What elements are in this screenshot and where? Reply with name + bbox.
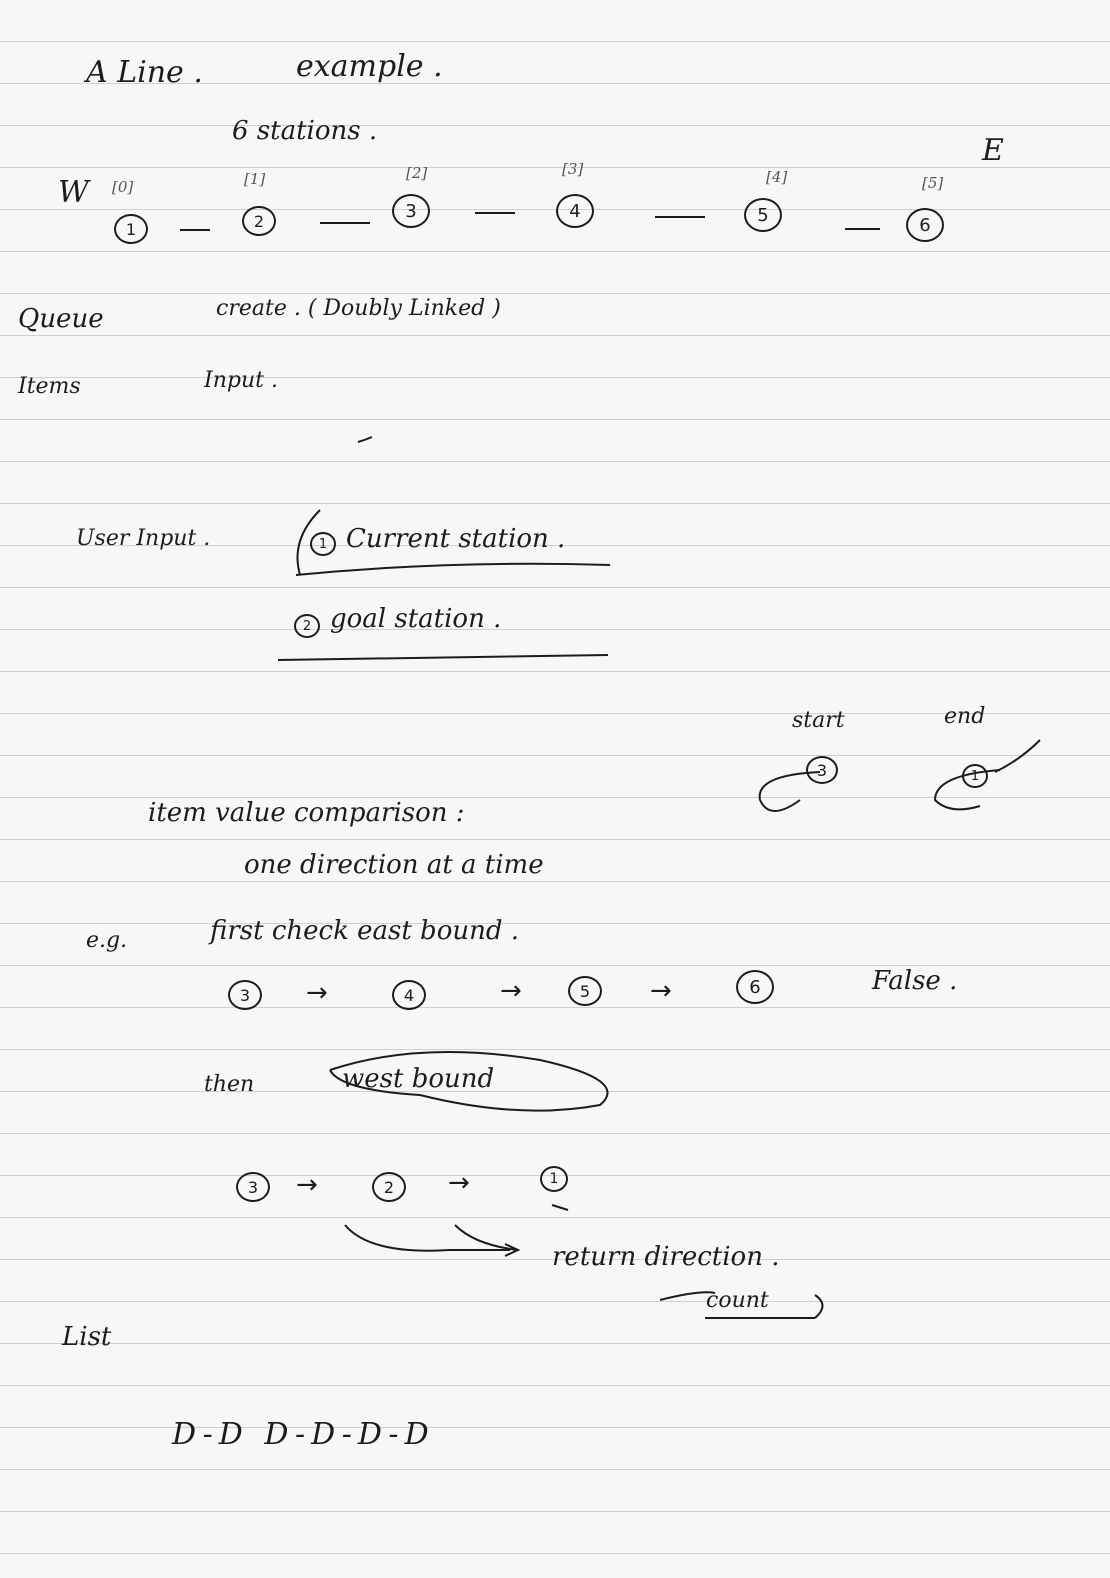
station-index: [0] (112, 178, 134, 196)
sweep-arrow (344, 1224, 510, 1252)
underline-goal (277, 654, 609, 661)
user-input-label: User Input . (76, 526, 211, 551)
items-text: Input . (204, 368, 278, 393)
east-path-node: 4 (392, 980, 426, 1010)
station-index: [5] (922, 174, 944, 192)
station-node: 2 (242, 206, 276, 236)
start-label: start (792, 708, 845, 733)
false-result: False . (872, 966, 958, 996)
station-index: [4] (766, 168, 788, 186)
stray-stroke (357, 436, 373, 443)
station-node: 4 (556, 194, 594, 228)
station-node: 6 (906, 208, 944, 242)
east-path-node: 3 (228, 980, 262, 1010)
station-node: 1 (114, 214, 148, 244)
link-line (320, 222, 370, 224)
count-curve (814, 1294, 824, 1319)
east-check-text: first check east bound . (210, 916, 520, 946)
queue-label: Queue (18, 304, 104, 334)
east-path-node: 6 (736, 970, 774, 1004)
tick-mark (551, 1204, 569, 1211)
stations-note: 6 stations . (232, 116, 378, 146)
sweep-arrow-head (504, 1243, 521, 1257)
count-text: count (706, 1288, 769, 1313)
station-node: 3 (392, 194, 430, 228)
goal-station-text: goal station . (330, 604, 502, 634)
end-label: end (944, 704, 986, 729)
arrow-right-icon: → (296, 1170, 318, 1200)
west-path-node: 2 (372, 1172, 406, 1202)
start-value: 3 (806, 756, 838, 784)
current-station-text: Current station . (346, 524, 566, 554)
west-loop (329, 1051, 609, 1112)
link-line (180, 229, 210, 231)
west-bound-text: west bound (342, 1064, 495, 1094)
arrow-right-icon: → (448, 1168, 470, 1198)
end-scribble-2 (994, 739, 1041, 773)
east-marker: E (982, 133, 1004, 168)
west-marker: W (58, 175, 89, 210)
title-word: example . (296, 49, 443, 84)
bracket-current (296, 509, 321, 576)
queue-text: create . ( Doubly Linked ) (216, 296, 501, 321)
end-value: 1 (962, 764, 988, 788)
comparison-line2: one direction at a time (244, 850, 544, 880)
goal-number: 2 (294, 614, 320, 638)
underline-current (295, 562, 611, 576)
count-bracket (659, 1291, 716, 1301)
sweep-arrow-2 (454, 1224, 519, 1251)
start-scribble (758, 771, 821, 812)
items-label: Items (18, 374, 81, 399)
station-index: [2] (406, 164, 428, 182)
west-path-node: 1 (540, 1166, 568, 1192)
west-path-node: 3 (236, 1172, 270, 1202)
arrow-right-icon: → (306, 978, 328, 1008)
east-path-node: 5 (568, 976, 602, 1006)
link-line (845, 228, 880, 230)
comparison-line1: item value comparison : (148, 798, 465, 828)
return-text: return direction . (552, 1242, 780, 1272)
station-node: 5 (744, 198, 782, 232)
list-sketch: D-D D-D-D-D (172, 1417, 435, 1452)
list-label: List (62, 1322, 112, 1352)
link-line (655, 216, 705, 218)
arrow-right-icon: → (650, 976, 672, 1006)
eg-label: e.g. (86, 928, 128, 953)
station-index: [3] (562, 160, 584, 178)
arrow-right-icon: → (500, 976, 522, 1006)
station-index: [1] (244, 170, 266, 188)
then-label: then (204, 1072, 255, 1097)
title-prefix: A Line . (86, 55, 203, 90)
current-number: 1 (310, 532, 336, 556)
link-line (475, 212, 515, 214)
